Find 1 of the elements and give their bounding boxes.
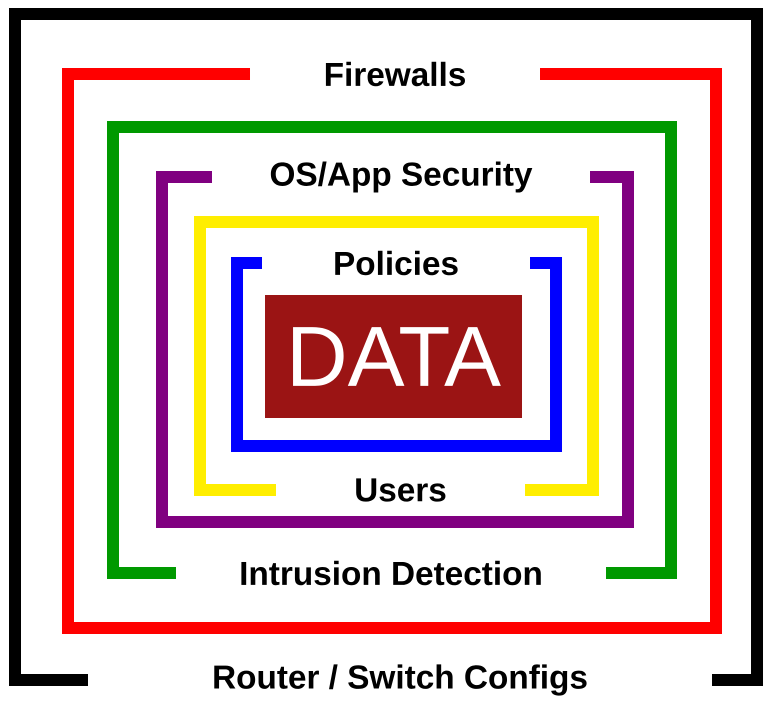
data-box: DATA <box>265 295 522 418</box>
